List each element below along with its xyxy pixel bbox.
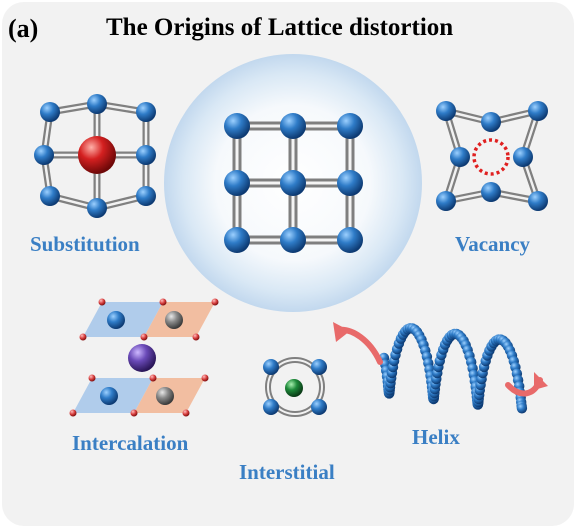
helix-illustration xyxy=(333,322,548,414)
intercalation-illustration xyxy=(69,298,219,417)
ideal-lattice xyxy=(164,54,422,312)
substitution-label: Substitution xyxy=(30,232,140,256)
vacancy-label: Vacancy xyxy=(455,232,531,256)
substitution-illustration xyxy=(34,94,156,218)
interstitial-label: Interstitial xyxy=(239,460,335,484)
helix-atom xyxy=(516,403,528,414)
vacancy-illustration xyxy=(436,101,548,211)
ideal-lattice-atoms xyxy=(224,113,363,253)
substitution-atom xyxy=(78,136,116,174)
figure-title: The Origins of Lattice distortion xyxy=(106,14,454,41)
intercalation-label: Intercalation xyxy=(72,431,189,455)
interstitial-illustration xyxy=(263,357,327,417)
helix-label: Helix xyxy=(412,425,460,449)
vacancy-site xyxy=(472,138,510,176)
panel-label: (a) xyxy=(8,14,39,43)
intercalated-atom xyxy=(128,344,156,372)
interstitial-atom xyxy=(285,379,303,397)
